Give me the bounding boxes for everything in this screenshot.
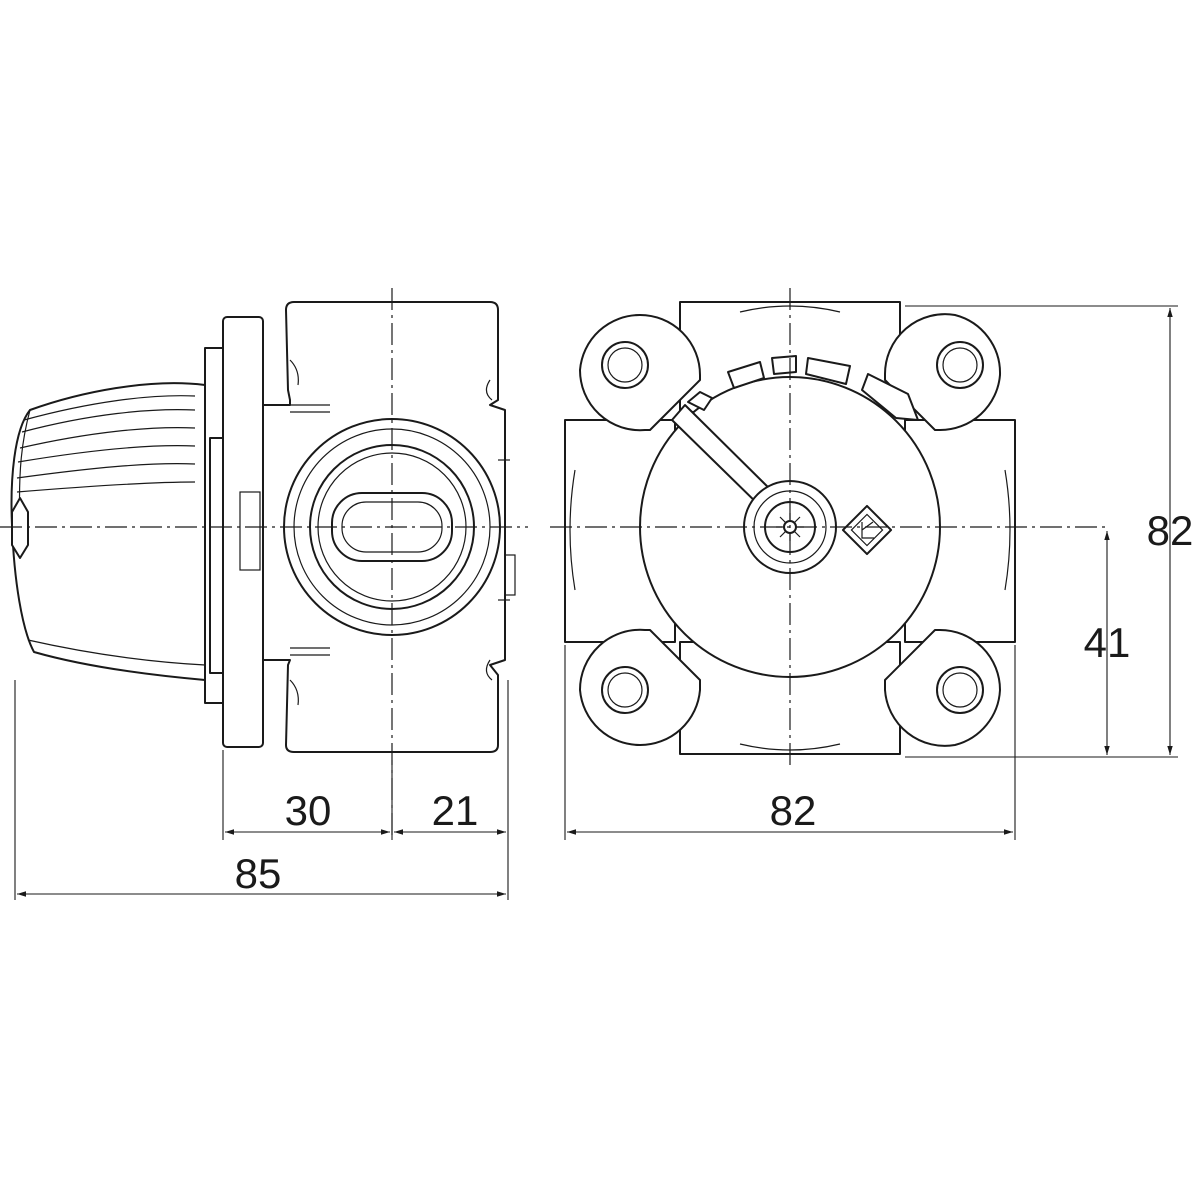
dim-label-85: 85 (235, 850, 282, 897)
scale-segment (861, 373, 919, 421)
dim-label-30: 30 (285, 787, 332, 834)
scale-segment (771, 355, 797, 375)
front-view (550, 288, 1110, 770)
actuator-knob (10, 382, 206, 681)
dim-label-41: 41 (1084, 619, 1131, 666)
brand-logo-icon (841, 504, 893, 556)
dim-label-82-height: 82 (1147, 507, 1194, 554)
mounting-flange (222, 316, 264, 748)
dimensions: 30 21 85 82 82 41 (14, 305, 1194, 900)
dim-label-82-width: 82 (770, 787, 817, 834)
scale-segment (727, 361, 765, 389)
scale-segment (805, 357, 851, 385)
dim-label-21: 21 (432, 787, 479, 834)
knob-inner-ring (209, 437, 224, 674)
mounting-lugs (578, 313, 1002, 747)
side-view (0, 288, 528, 835)
scale-segment (687, 391, 713, 411)
